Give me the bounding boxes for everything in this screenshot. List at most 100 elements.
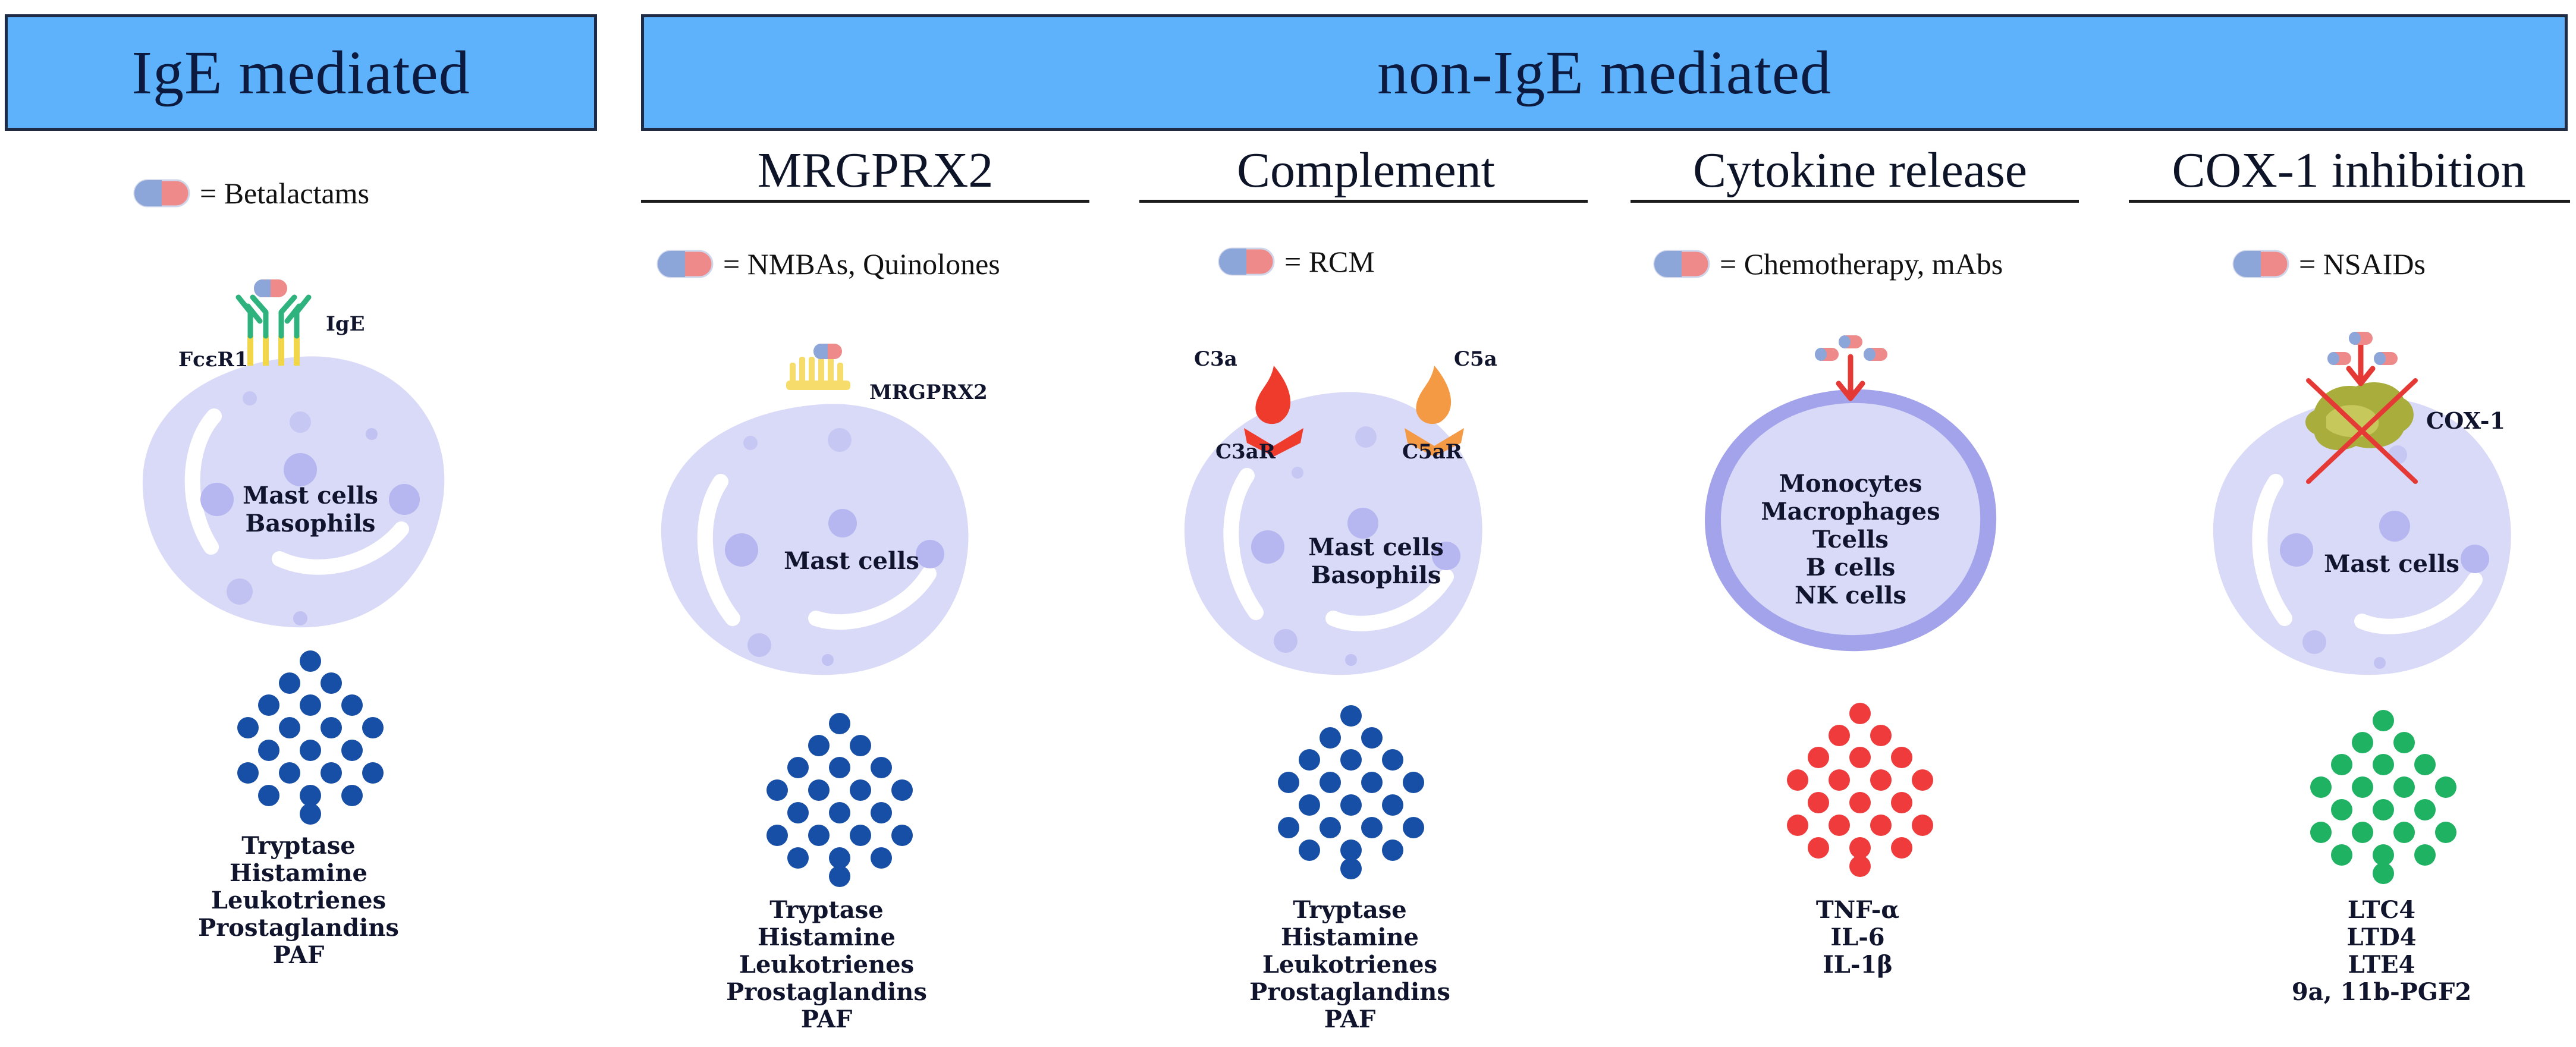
mediator-granule <box>1849 837 1871 859</box>
ige-mediated-title: IgE mediated <box>131 38 470 107</box>
mediator-granule <box>829 847 850 869</box>
mediator-granule <box>1278 772 1299 793</box>
c5a-receptor-icon <box>1405 366 1464 457</box>
cell-body <box>1705 389 1997 652</box>
ige-mediator-5: PAF <box>272 941 325 969</box>
mediator-granule <box>808 735 830 756</box>
mediator-granule <box>2414 844 2436 866</box>
capsule-icon <box>2349 332 2373 345</box>
mrgprx2-mediator-2: Histamine <box>758 923 896 951</box>
mediator-granule <box>829 866 850 887</box>
mediator-granule <box>829 757 850 778</box>
red-cross-icon <box>2306 378 2418 484</box>
mediator-granule <box>1320 727 1341 749</box>
mediator-granule <box>2352 776 2373 798</box>
complement-mast-cell <box>1184 392 1482 675</box>
ige-drug-text: = Betalactams <box>200 177 370 210</box>
ige-label: IgE <box>326 312 365 336</box>
mediator-granule <box>766 825 788 846</box>
mrgprx2-mast-cell <box>661 344 969 675</box>
capsule-icon <box>133 179 190 207</box>
cox-mediator-4: 9a, 11b-PGF2 <box>2291 978 2472 1006</box>
cox-cell-label: Mast cells <box>2324 550 2459 578</box>
complement-cell-line-2: Basophils <box>1311 561 1441 589</box>
mediator-granule <box>2393 732 2415 753</box>
mrgprx2-receptor-icon <box>786 357 850 390</box>
mediator-granule <box>1891 747 1912 768</box>
mediator-granule <box>1808 792 1829 813</box>
mediator-granule <box>1340 858 1362 879</box>
mediator-granule <box>1320 772 1341 793</box>
mediator-granule <box>2393 822 2415 843</box>
mediator-granule <box>850 735 871 756</box>
mrgprx2-section-rule <box>641 200 1089 203</box>
mediator-granule <box>300 785 321 806</box>
ige-cell-line-1: Mast cells <box>243 482 378 510</box>
mediator-granule <box>1382 794 1403 816</box>
mediator-granule <box>2331 799 2352 820</box>
mediator-granule <box>2310 776 2332 798</box>
capsule-icon <box>813 344 842 359</box>
mediator-granule <box>1340 749 1362 771</box>
fcer1-label: FcεR1 <box>178 348 249 372</box>
capsule-icon <box>2374 352 2398 365</box>
mediator-granule <box>258 694 279 716</box>
complement-mediator-3: Leukotrienes <box>1262 951 1438 979</box>
mediator-granule <box>1870 769 1892 791</box>
ige-antibody-icon <box>235 294 312 366</box>
cytokine-cell <box>1705 335 1997 652</box>
complement-mediator-granules <box>1278 705 1424 879</box>
mediator-granule <box>258 785 279 806</box>
capsule-icon <box>1815 348 1839 361</box>
cox-mediator-1: LTC4 <box>2347 896 2416 924</box>
c3a-label: C3a <box>1194 347 1237 371</box>
mediator-granule <box>1870 815 1892 836</box>
mediator-granule <box>1340 794 1362 816</box>
mediator-granule <box>362 717 384 738</box>
mediator-granule <box>1849 703 1871 724</box>
complement-mediator-2: Histamine <box>1281 923 1419 951</box>
ige-mediated-header: IgE mediated <box>5 14 597 131</box>
cox-drug-text: = NSAIDs <box>2299 247 2426 281</box>
mediator-granule <box>279 717 300 738</box>
cytokine-drug-row: = Chemotherapy, mAbs <box>1652 246 2003 282</box>
mediator-granule <box>1870 725 1892 746</box>
down-arrow-icon <box>1836 354 1865 401</box>
capsule-icon <box>656 250 714 278</box>
mediator-granule <box>1278 817 1299 838</box>
mediator-granule <box>2352 732 2373 753</box>
mediator-granule <box>2373 863 2394 884</box>
mediator-granule <box>850 825 871 846</box>
capsule-icon <box>1839 335 1862 348</box>
mediator-granule <box>787 847 809 869</box>
capsule-icon <box>1218 247 1275 276</box>
mediator-granule <box>2435 776 2456 798</box>
mediator-granule <box>321 762 342 784</box>
cox1-label: COX-1 <box>2426 407 2506 434</box>
cytokine-drug-text: = Chemotherapy, mAbs <box>1720 247 2003 281</box>
ige-mediator-2: Histamine <box>230 859 367 887</box>
complement-drug-row: = RCM <box>1217 244 1375 279</box>
cox-mediator-granules <box>2310 710 2456 884</box>
mediator-granule <box>1299 749 1320 771</box>
mrgprx2-mediator-4: Prostaglandins <box>726 978 927 1006</box>
mediator-granule <box>1361 772 1383 793</box>
mediator-granule <box>829 713 850 734</box>
capsule-icon <box>1864 348 1887 361</box>
mediator-granule <box>2373 754 2394 775</box>
mrgprx2-cell-label: Mast cells <box>784 547 919 575</box>
mrgprx2-cell-line-1: Mast cells <box>784 547 919 575</box>
mrgprx2-section-title: MRGPRX2 <box>757 143 994 198</box>
mediator-granule <box>321 717 342 738</box>
c5a-label: C5a <box>1454 347 1497 371</box>
mediator-granule <box>1849 856 1871 877</box>
mediator-granule <box>1849 747 1871 768</box>
mediator-granule <box>1299 794 1320 816</box>
cox-mediator-2: LTD4 <box>2346 923 2417 951</box>
cytokine-mediator-2: IL-6 <box>1830 923 1885 951</box>
mediator-granule <box>787 757 809 778</box>
mediator-granule <box>871 802 892 823</box>
mediator-granule <box>1808 837 1829 859</box>
capsule-icon <box>2327 352 2351 365</box>
